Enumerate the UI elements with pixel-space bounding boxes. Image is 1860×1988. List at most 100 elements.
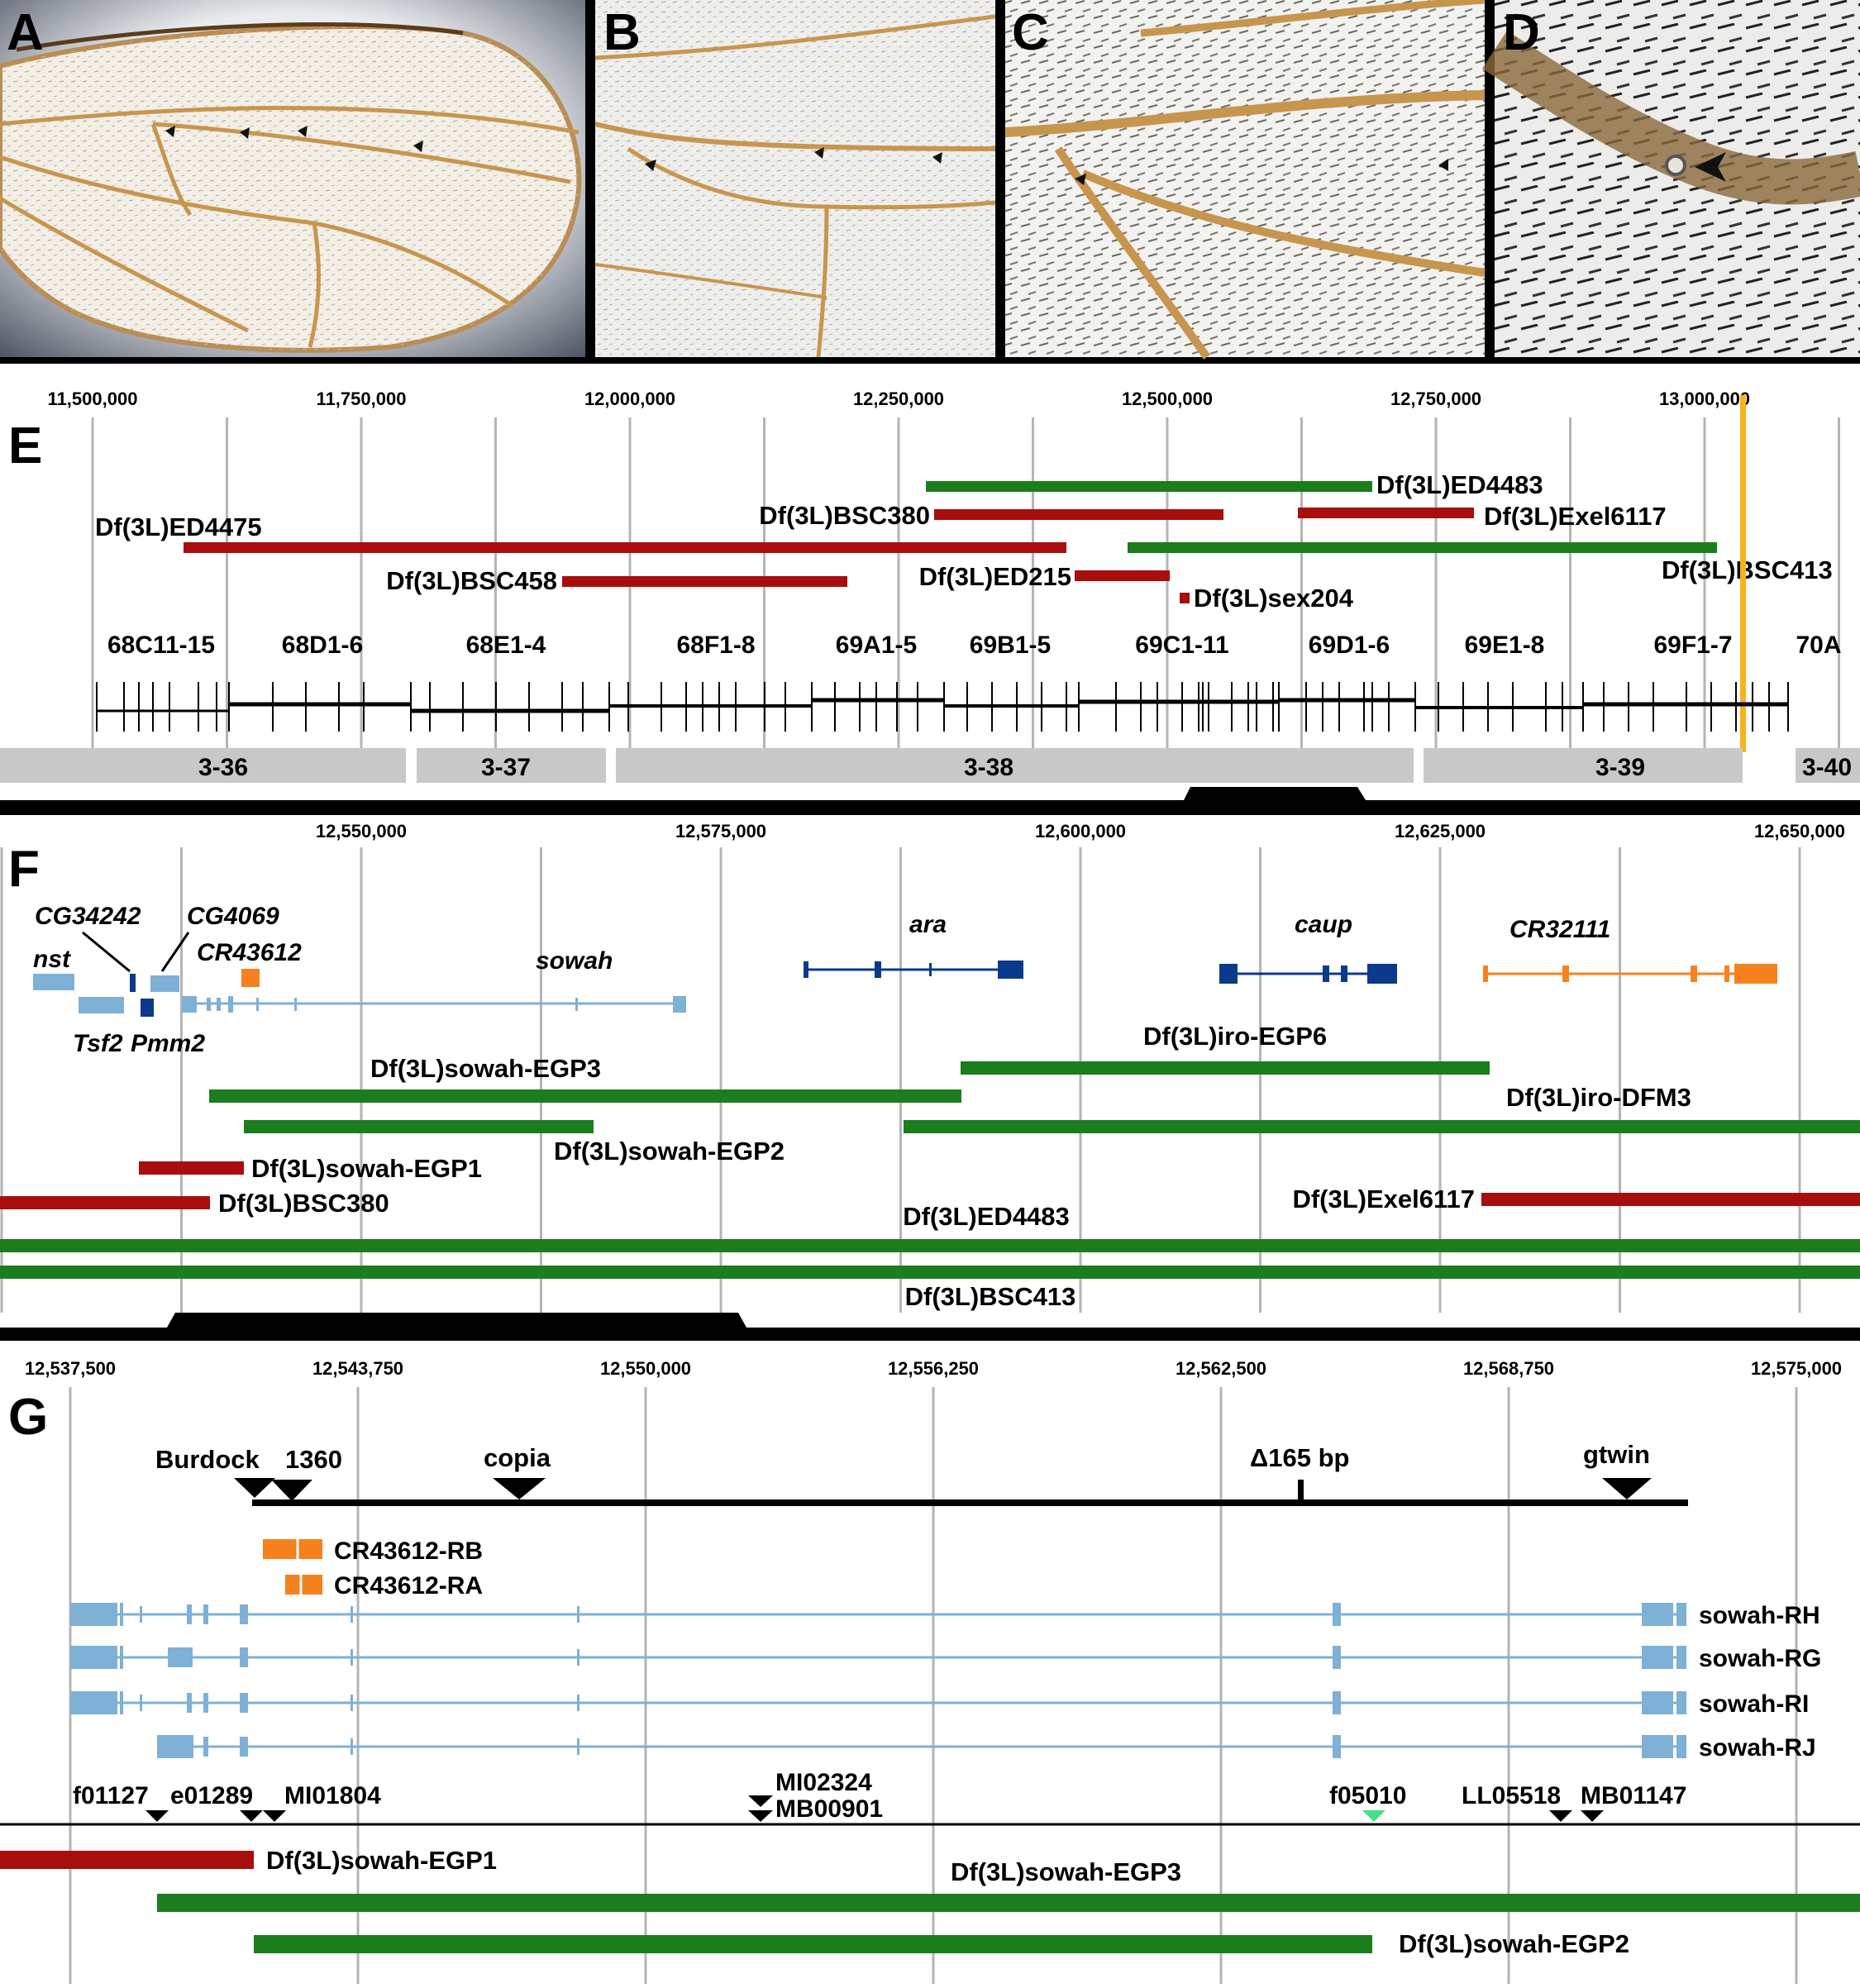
e-axis-tick-label: 12,250,000: [853, 389, 944, 409]
e-bin-3-40-label: 3-40: [1802, 754, 1852, 781]
panel-e-band-ticks: [96, 682, 1789, 732]
e-bar-ed215: [1075, 570, 1170, 581]
f-bar-bsc413: [0, 1266, 1860, 1279]
f-label-sowah-egp1: Df(3L)sowah-EGP1: [251, 1154, 482, 1183]
g-insertion-f01127-mark: [145, 1810, 169, 1822]
f-zoom-connector: [0, 1313, 1860, 1341]
e-bar-ed4475: [184, 542, 1066, 553]
g-bar-sowah-egp3: [157, 1894, 1860, 1912]
g-label-sowah-egp1: Df(3L)sowah-EGP1: [266, 1846, 497, 1875]
e-bar-bsc458: [562, 576, 847, 587]
panel-e: E 11,500,000 11,750,000 12,000,000 12,250,0…: [0, 389, 1860, 815]
g-transcript-sowah-rj: sowah-RJ: [1699, 1734, 1816, 1762]
f-gene-tsf2: Tsf2: [73, 1030, 123, 1057]
panel-label-e: E: [8, 417, 42, 474]
g-cr43612-ra-model: [285, 1575, 322, 1595]
f-gene-ara: ara: [909, 911, 947, 938]
panel-e-cyto-band-track: [97, 698, 1788, 713]
e-label-bsc458: Df(3L)BSC458: [386, 566, 557, 595]
g-gtwin-triangle: [1602, 1478, 1652, 1499]
f-bar-sowah-egp2: [244, 1120, 594, 1133]
e-label-sex204: Df(3L)sex204: [1194, 584, 1354, 613]
panel-e-axis-ticks: 11,500,000 11,750,000 12,000,000 12,250,000…: [48, 389, 1751, 409]
g-insertion-f01127: f01127: [73, 1782, 149, 1809]
e-bar-bsc380: [934, 509, 1223, 520]
g-transcript-cr43612-rb: CR43612-RB: [334, 1537, 483, 1565]
e-cyto-70a: 70A: [1796, 632, 1841, 659]
panel-label-b: B: [603, 4, 641, 61]
g-axis-tick-label: 12,568,750: [1463, 1358, 1554, 1379]
f-gene-cg4069: CG4069: [187, 903, 279, 930]
panel-g-gridlines: [69, 1387, 1798, 1984]
e-cyto-68f: 68F1-8: [676, 632, 755, 659]
e-label-exel6117: Df(3L)Exel6117: [1484, 502, 1667, 531]
g-insertion-e01289: e01289: [170, 1782, 253, 1809]
g-axis-tick-label: 12,562,500: [1176, 1358, 1266, 1379]
g-bar-sowah-egp2: [254, 1935, 1372, 1953]
f-bar-bsc380: [0, 1196, 210, 1209]
e-cyto-68e: 68E1-4: [466, 632, 546, 659]
g-insertion-mb01147-mark: [1581, 1810, 1604, 1822]
g-insertion-ll05518: LL05518: [1462, 1782, 1561, 1809]
e-axis-tick-label: 11,750,000: [317, 389, 407, 409]
e-label-bsc380: Df(3L)BSC380: [759, 501, 930, 530]
e-bin-3-38: [616, 748, 1414, 783]
e-axis-tick-label: 12,000,000: [584, 389, 675, 409]
g-feature-copia: copia: [484, 1443, 551, 1472]
panel-d-wing-image: [1481, 0, 1860, 357]
e-axis-tick-label: 12,500,000: [1122, 389, 1213, 409]
panel-label-g: G: [8, 1389, 48, 1446]
f-label-iro-dfm3: Df(3L)iro-DFM3: [1506, 1083, 1691, 1112]
g-label-sowah-egp2: Df(3L)sowah-EGP2: [1399, 1929, 1629, 1958]
e-bar-bsc413: [1128, 542, 1717, 553]
g-sowah-rg-model: [70, 1646, 1686, 1669]
f-label-bsc380: Df(3L)BSC380: [218, 1189, 389, 1218]
f-gene-cg34242: CG34242: [35, 903, 141, 930]
g-transcript-cr43612-ra: CR43612-RA: [334, 1572, 483, 1599]
e-cyto-69b: 69B1-5: [970, 632, 1051, 659]
f-gene-caup: caup: [1295, 911, 1352, 938]
e-bin-3-37: [417, 748, 606, 783]
g-cr43612-rb-model: [263, 1539, 322, 1559]
g-feature-1360: 1360: [285, 1445, 342, 1474]
panel-a-wing-image: [0, 0, 585, 357]
e-cyto-69f: 69F1-7: [1653, 632, 1732, 659]
f-bar-exel6117: [1481, 1193, 1860, 1206]
g-insertion-mi02324: MI02324: [775, 1769, 872, 1796]
e-bar-sex204: [1180, 593, 1190, 603]
f-axis-tick-label: 12,575,000: [675, 821, 766, 841]
f-cg34242-pointer: [82, 931, 131, 973]
e-label-ed4483: Df(3L)ED4483: [1376, 470, 1543, 499]
f-gene-models: [33, 961, 1777, 1017]
g-insertion-ll05518-mark: [1549, 1810, 1572, 1822]
g-insertion-f05010: f05010: [1329, 1782, 1406, 1809]
f-bar-sowah-egp1: [139, 1161, 244, 1175]
e-bin-3-36-label: 3-36: [198, 754, 248, 781]
g-burdock-triangle: [234, 1478, 275, 1498]
e-cyto-69d: 69D1-6: [1309, 632, 1390, 659]
e-bin-3-40: [1796, 748, 1860, 783]
f-bar-ed4483: [0, 1239, 1860, 1252]
g-axis-tick-label: 12,575,000: [1751, 1358, 1842, 1379]
g-feature-delta: Δ165 bp: [1250, 1443, 1350, 1472]
g-feature-burdock: Burdock: [155, 1445, 260, 1474]
g-bar-sowah-egp1: [0, 1851, 254, 1869]
e-axis-tick-label: 11,500,000: [48, 389, 138, 409]
e-cyto-69c: 69C1-11: [1135, 632, 1228, 659]
f-label-ed4483: Df(3L)ED4483: [903, 1202, 1070, 1231]
f-gene-cr32111: CR32111: [1509, 916, 1610, 943]
e-cyto-69e: 69E1-8: [1465, 632, 1545, 659]
f-bar-iro-dfm3: [904, 1120, 1860, 1133]
g-insertion-e01289-mark: [240, 1810, 263, 1822]
e-cyto-68c: 68C11-15: [107, 632, 215, 659]
f-bar-sowah-egp3: [209, 1089, 961, 1103]
e-cyto-69a: 69A1-5: [836, 632, 917, 659]
f-axis-tick-label: 12,600,000: [1035, 821, 1126, 841]
panel-label-d: D: [1503, 4, 1540, 61]
e-label-ed215: Df(3L)ED215: [919, 562, 1071, 591]
e-position-marker: [1740, 395, 1746, 752]
e-bar-ed4483: [926, 481, 1372, 492]
